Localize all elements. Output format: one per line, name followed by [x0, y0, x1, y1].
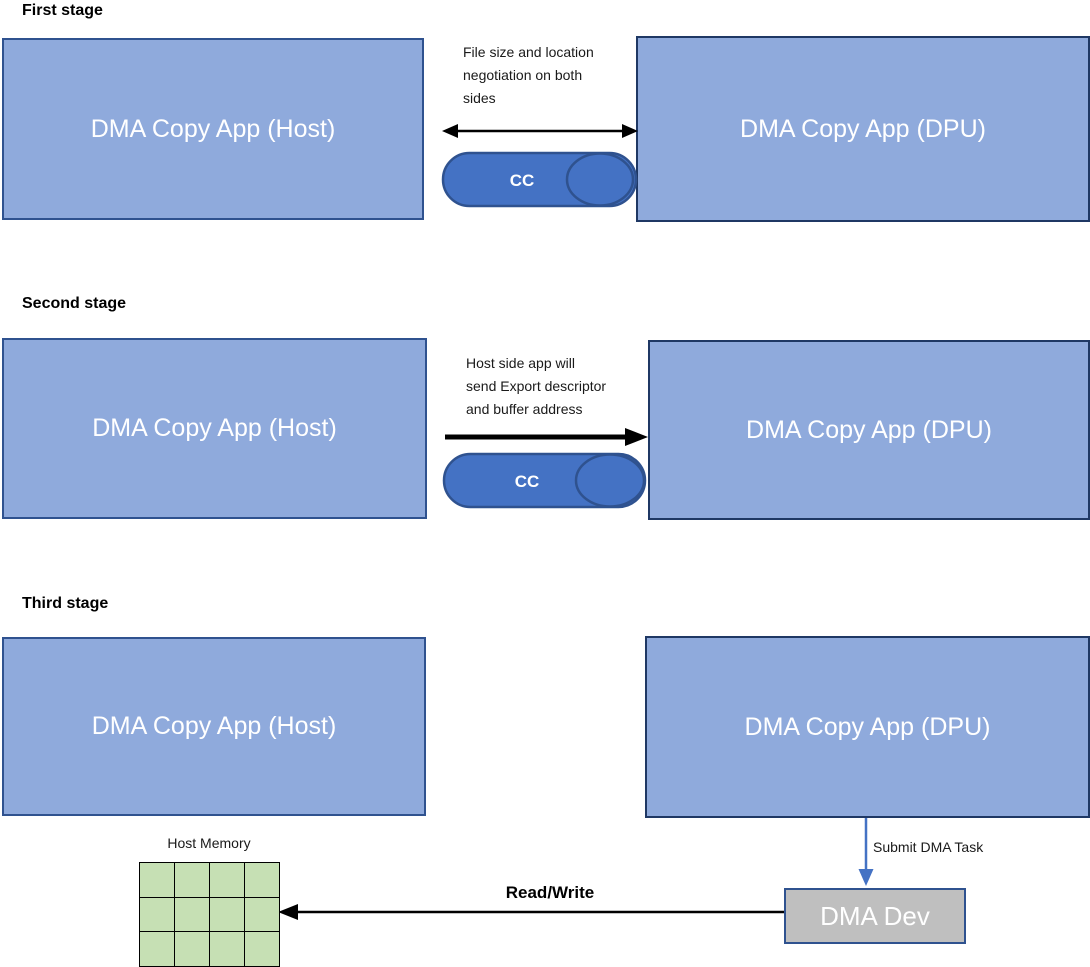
- stage2-cc-channel: CC: [442, 452, 647, 509]
- stage1-negotiation-double-arrow: [442, 124, 638, 138]
- stage3-dpu-box: DMA Copy App (DPU): [645, 636, 1090, 818]
- memory-cell: [175, 897, 209, 932]
- stage2-export-arrow: [445, 428, 648, 446]
- dma-dev-box: DMA Dev: [784, 888, 966, 944]
- stage2-cc-label: CC: [515, 472, 540, 491]
- memory-cell: [140, 932, 174, 966]
- memory-cell: [245, 932, 279, 966]
- memory-cell: [245, 863, 279, 897]
- read-write-label: Read/Write: [505, 883, 595, 902]
- host-memory-grid: [139, 862, 280, 967]
- memory-cell: [140, 897, 174, 932]
- stage1-dpu-box-label: DMA Copy App (DPU): [740, 114, 986, 143]
- stage2-annotation-line2: send Export descriptor: [466, 378, 607, 394]
- stage3-dpu-box-label: DMA Copy App (DPU): [744, 712, 991, 741]
- dma-dev-box-label: DMA Dev: [820, 900, 930, 931]
- stage1-dpu-box: DMA Copy App (DPU): [636, 36, 1090, 222]
- host-memory-label: Host Memory: [167, 835, 251, 851]
- stage1-title: First stage: [22, 2, 103, 19]
- stage2-annotation: Host side app will send Export descripto…: [466, 352, 641, 421]
- stage1-annotation: File size and location negotiation on bo…: [463, 41, 628, 110]
- memory-cell: [210, 863, 244, 897]
- stage2-host-box-label: DMA Copy App (Host): [92, 414, 337, 442]
- memory-cell: [175, 932, 209, 966]
- stage1-annotation-line1: File size and location: [463, 44, 594, 60]
- stage2-title: Second stage: [22, 295, 127, 312]
- stage2-annotation-line3: and buffer address: [466, 401, 583, 417]
- submit-dma-task-arrow: [858, 818, 874, 886]
- stage3-host-box-label: DMA Copy App (Host): [91, 712, 337, 740]
- memory-cell: [140, 863, 174, 897]
- stage3-host-box: DMA Copy App (Host): [2, 637, 426, 816]
- stage1-cc-channel: CC: [441, 151, 638, 208]
- stage1-host-box-label: DMA Copy App (Host): [90, 114, 336, 143]
- memory-cell: [175, 863, 209, 897]
- stage1-host-box: DMA Copy App (Host): [2, 38, 424, 220]
- stage2-dpu-box-label: DMA Copy App (DPU): [746, 415, 992, 444]
- memory-cell: [245, 897, 279, 932]
- stage2-annotation-line1: Host side app will: [466, 355, 575, 371]
- submit-dma-task-label: Submit DMA Task: [873, 839, 984, 855]
- stage1-annotation-line3: sides: [463, 90, 496, 106]
- memory-cell: [210, 897, 244, 932]
- read-write-arrow: [278, 904, 784, 920]
- stage1-annotation-line2: negotiation on both: [463, 67, 583, 83]
- stage2-dpu-box: DMA Copy App (DPU): [648, 340, 1090, 520]
- stage1-cc-label: CC: [510, 171, 535, 190]
- memory-cell: [210, 932, 244, 966]
- stage3-title: Third stage: [22, 595, 109, 612]
- stage2-host-box: DMA Copy App (Host): [2, 338, 427, 519]
